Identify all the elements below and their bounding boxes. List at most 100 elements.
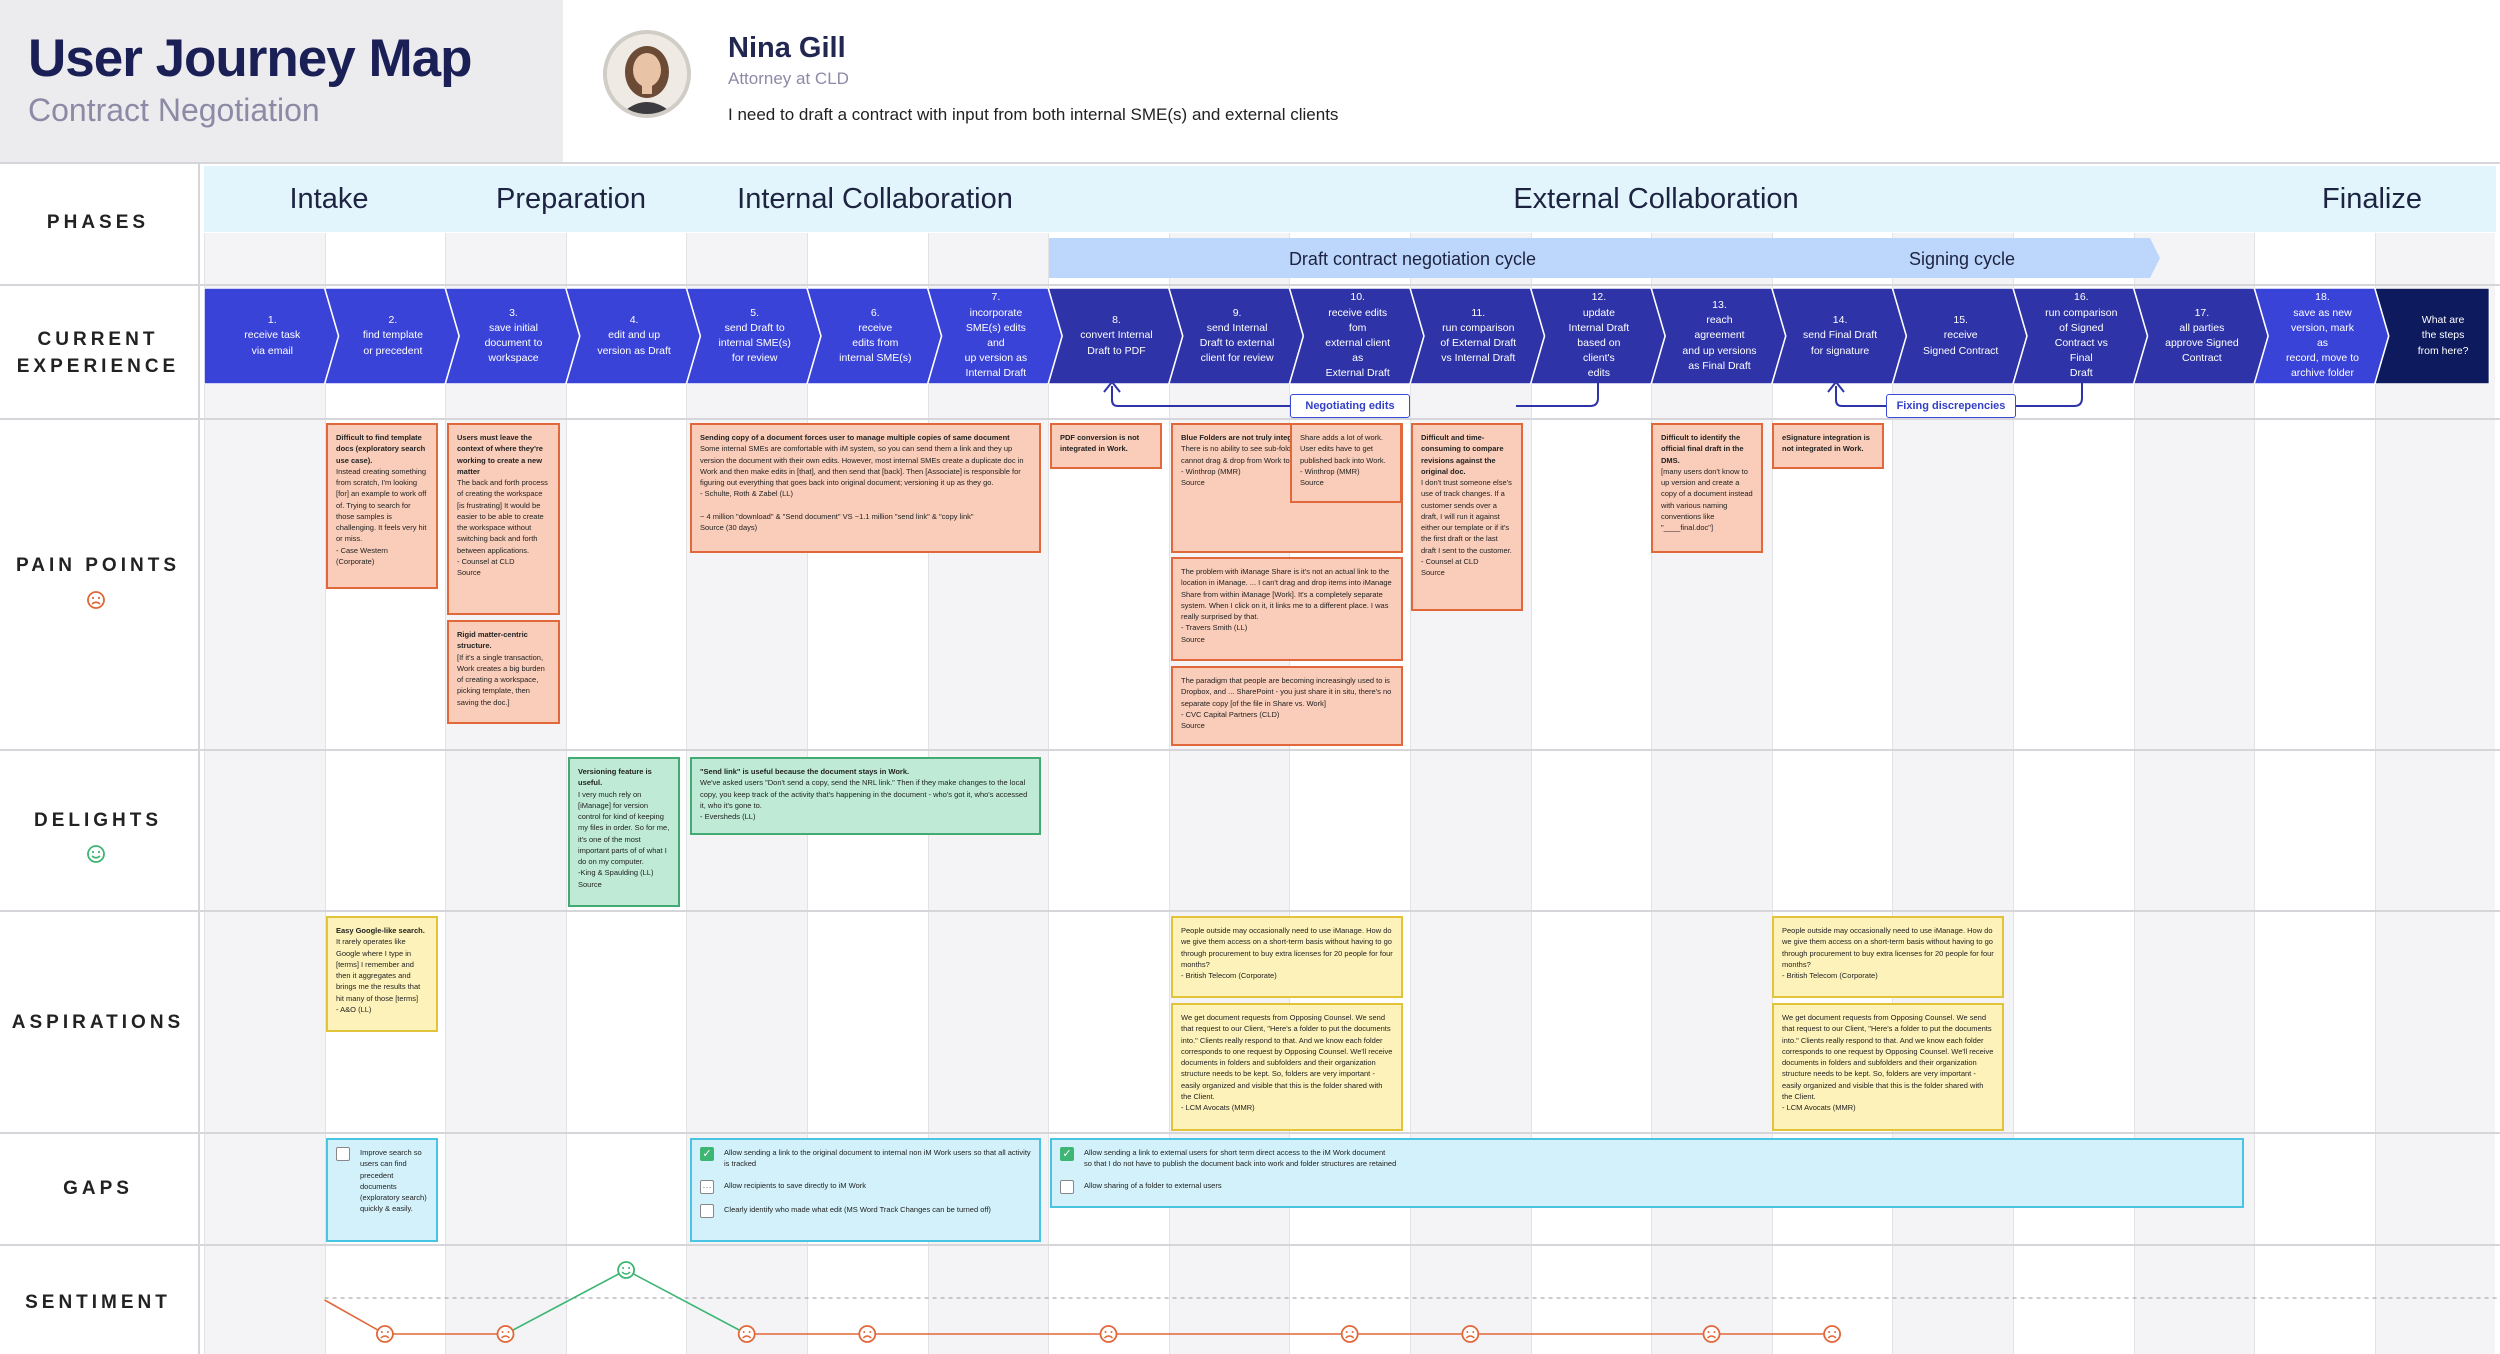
pain-card: Users must leave the context of where th… xyxy=(447,423,560,615)
persona-need: I need to draft a contract with input fr… xyxy=(728,105,1339,124)
pain-card-title: Difficult and time-consuming to compare … xyxy=(1421,433,1504,476)
phase-finalize xyxy=(2242,166,2496,232)
sad-face-icon xyxy=(1340,1325,1359,1343)
aspiration-card: People outside may occasionally need to … xyxy=(1772,916,2004,998)
row-label-delights: DELIGHTS xyxy=(33,810,163,831)
gap-checkbox-checked[interactable]: ✓ xyxy=(1060,1147,1074,1161)
gap-item-text: Improve search so users can find precede… xyxy=(360,1148,427,1214)
column-line xyxy=(565,233,567,1354)
divider xyxy=(0,284,2500,286)
delight-card-body: I very much rely on [iManage] for versio… xyxy=(578,789,670,889)
step-label: 10. receive edits fom external client as… xyxy=(1325,291,1391,380)
pain-card: Difficult to identify the official final… xyxy=(1651,423,1763,553)
gap-checkbox-checked[interactable]: ✓ xyxy=(700,1147,714,1161)
aspiration-card: People outside may occasionally need to … xyxy=(1171,916,1403,998)
delight-card-body: We've asked users "Don't send a copy, se… xyxy=(700,778,1028,821)
phase-label: Internal Collaboration xyxy=(737,182,1013,215)
column-line xyxy=(1771,233,1773,1354)
sad-face-icon xyxy=(1099,1325,1118,1343)
step-chevron xyxy=(1409,288,1546,384)
aspiration-card-body: We get document requests from Opposing C… xyxy=(1782,1013,1994,1112)
divider xyxy=(0,162,2500,164)
aspiration-card-body: People outside may occasionally need to … xyxy=(1782,926,1994,980)
aspiration-card-body: People outside may occasionally need to … xyxy=(1181,926,1393,980)
pain-card: Share adds a lot of work. User edits hav… xyxy=(1290,423,1402,503)
pain-card-title: eSignature integration is not integrated… xyxy=(1782,433,1870,454)
aspiration-card: We get document requests from Opposing C… xyxy=(1772,1003,2004,1131)
persona-role: Attorney at CLD xyxy=(728,69,849,88)
sad-face-icon xyxy=(86,590,106,615)
pain-card: Difficult and time-consuming to compare … xyxy=(1411,423,1523,611)
gap-card: Improve search so users can find precede… xyxy=(326,1138,438,1242)
column-line xyxy=(1048,233,1050,1354)
aspiration-card-body: It rarely operates like Google where I t… xyxy=(336,937,421,1014)
step-chevron xyxy=(1650,288,1787,384)
gap-checkbox[interactable] xyxy=(336,1147,350,1161)
column-line xyxy=(1892,233,1894,1354)
step-chevron xyxy=(565,288,702,384)
step-label: 18. save as new version, mark as record,… xyxy=(2286,291,2359,380)
cycle-label: Draft contract negotiation cycle xyxy=(1288,248,1537,269)
step-chevron xyxy=(1288,288,1425,384)
gap-item: Clearly identify who made what edit (MS … xyxy=(700,1203,1031,1218)
pain-card-body: The back and forth process of creating t… xyxy=(457,478,548,577)
phase-external-collaboration xyxy=(1050,166,2262,232)
title-panel xyxy=(0,0,563,163)
happy-face-icon xyxy=(617,1261,635,1279)
pain-card-title: Sending copy of a document forces user t… xyxy=(700,433,1010,442)
column-line xyxy=(2254,233,2256,1354)
aspiration-card: We get document requests from Opposing C… xyxy=(1171,1003,1403,1131)
sad-face-icon xyxy=(1823,1325,1841,1343)
pain-card-title: Difficult to identify the official final… xyxy=(1661,433,1744,465)
step-chevron xyxy=(2012,288,2149,384)
pain-card-title: Rigid matter-centric structure. xyxy=(457,630,528,651)
step-label: 8. convert Internal Draft to PDF xyxy=(1080,314,1153,357)
step-label: 2. find template or precedent xyxy=(362,314,423,357)
gap-checkbox-partial[interactable]: ··· xyxy=(700,1179,714,1194)
phase-internal-collaboration xyxy=(688,166,1070,232)
column-line xyxy=(1168,233,1170,1354)
delight-card: Versioning feature is useful. I very muc… xyxy=(568,757,680,907)
sad-face-icon xyxy=(496,1325,515,1343)
pain-card-body: I don't trust someone else's use of trac… xyxy=(1421,478,1512,577)
divider xyxy=(0,418,2500,420)
step-chevron xyxy=(806,288,943,384)
delight-card-title: Versioning feature is useful. xyxy=(578,767,652,788)
row-label-gaps: GAPS xyxy=(63,1178,133,1199)
pain-card: Rigid matter-centric structure. [If it's… xyxy=(447,620,560,724)
gap-checkbox[interactable] xyxy=(700,1203,714,1218)
gap-card: ✓Allow sending a link to external users … xyxy=(1050,1138,2244,1208)
phase-label: Intake xyxy=(289,182,369,215)
delight-card: "Send link" is useful because the docume… xyxy=(690,757,1041,835)
step-chevron xyxy=(2374,288,2491,384)
row-label-aspirations: ASPIRATIONS xyxy=(11,1012,185,1033)
pain-card-body: Share adds a lot of work. User edits hav… xyxy=(1300,433,1386,487)
sentiment-segment xyxy=(505,1269,627,1335)
column-line xyxy=(324,233,326,1354)
persona-name: Nina Gill xyxy=(728,32,846,64)
gap-checkbox[interactable] xyxy=(1060,1179,1074,1194)
pain-card-body: The paradigm that people are becoming in… xyxy=(1181,676,1392,730)
step-label: 4. edit and up version as Draft xyxy=(597,314,671,357)
column-line xyxy=(686,233,688,1354)
label-divider xyxy=(198,162,200,1354)
callout-negotiating-edits: Negotiating edits xyxy=(1290,394,1410,418)
gap-item: Allow sharing of a folder to external us… xyxy=(1060,1179,2234,1194)
aspiration-card: Easy Google-like search. It rarely opera… xyxy=(326,916,438,1032)
column-line xyxy=(1410,233,1411,1354)
phase-intake xyxy=(204,166,464,232)
step-label: 9. send Internal Draft to external clien… xyxy=(1199,306,1275,365)
sentiment-segment xyxy=(324,1299,386,1335)
step-chevron xyxy=(1529,288,1666,384)
pain-card-body: [many users don't know to up version and… xyxy=(1661,466,1753,532)
step-label: 11. run comparison of External Draft vs … xyxy=(1440,306,1517,365)
step-chevron xyxy=(2253,288,2390,384)
gap-item-text: Allow recipients to save directly to iM … xyxy=(724,1180,866,1190)
step-chevron xyxy=(323,288,460,384)
gap-item: ··· Allow recipients to save directly to … xyxy=(700,1179,1031,1194)
aspiration-card-body: We get document requests from Opposing C… xyxy=(1181,1013,1393,1112)
gap-item: ✓Allow sending a link to external users … xyxy=(1060,1147,2234,1170)
gap-item-text: Allow sending a link to the original doc… xyxy=(724,1148,1031,1169)
row-label-current-experience: CURRENT EXPERIENCE xyxy=(16,329,180,377)
pain-card-body: [If it's a single transaction, Work crea… xyxy=(457,652,545,707)
